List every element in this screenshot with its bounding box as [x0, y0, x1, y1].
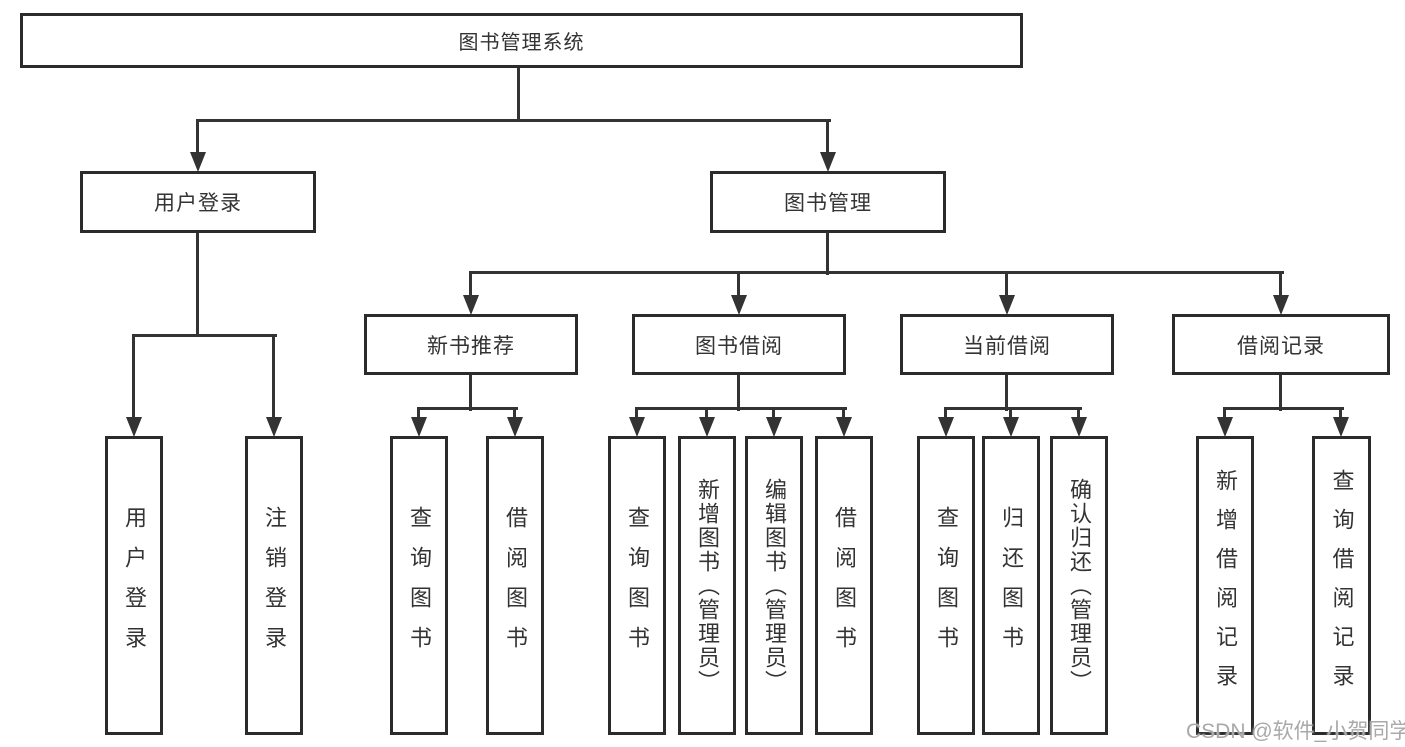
connector-recommend-stem [469, 375, 472, 411]
connector-to-level3 [469, 271, 472, 297]
leaf-user-login: 用户登录 [105, 436, 163, 735]
leaf-return-books: 归还图书 [982, 436, 1040, 735]
leaf-borrow-books: 借阅图书 [815, 436, 873, 735]
leaf-borrow-books-recommend: 借阅图书 [486, 436, 544, 735]
connector-current-stem [1005, 375, 1008, 411]
leaf-edit-books-admin: 编辑图书（管理员） [745, 436, 803, 735]
leaf-label: 查询图书 [934, 505, 959, 666]
connector-to-level3 [1279, 271, 1282, 297]
connector-to-leaf [1077, 407, 1080, 419]
connector-to-leaf [1339, 407, 1342, 419]
connector-user-login-crossbar [132, 334, 277, 337]
connector-borrow-stem [737, 375, 740, 411]
connector-to-user-login [196, 119, 199, 154]
connector-to-level3 [737, 271, 740, 297]
leaf-query-books-borrow: 查询图书 [608, 436, 666, 735]
connector-to-level3 [1005, 271, 1008, 297]
arrow-down-icon [1273, 295, 1289, 315]
node-label: 当前借阅 [963, 334, 1051, 358]
leaf-query-books-recommend: 查询图书 [390, 436, 448, 735]
arrow-down-icon [820, 152, 836, 172]
leaf-label: 查询图书 [407, 505, 432, 666]
node-root-library-system: 图书管理系统 [20, 13, 1023, 68]
arrow-down-icon [629, 417, 645, 437]
arrow-down-icon [938, 417, 954, 437]
leaf-label: 编辑图书（管理员） [762, 477, 787, 694]
connector-to-leaf [705, 407, 708, 419]
arrow-down-icon [507, 417, 523, 437]
connector-to-leaf [772, 407, 775, 419]
connector-to-leaf [635, 407, 638, 419]
arrow-down-icon [766, 417, 782, 437]
connector-to-leaf [1223, 407, 1226, 419]
leaf-label: 注销登录 [262, 505, 287, 666]
connector-records-stem [1279, 375, 1282, 411]
leaf-confirm-return-admin: 确认归还（管理员） [1050, 436, 1108, 735]
node-label: 借阅记录 [1237, 334, 1325, 358]
node-label: 图书管理 [784, 192, 872, 215]
node-label: 新书推荐 [427, 334, 515, 358]
leaf-label: 用户登录 [122, 505, 147, 666]
leaf-label: 借阅图书 [503, 505, 528, 666]
connector-to-leaf [1009, 407, 1012, 419]
connector-to-leaf [842, 407, 845, 419]
connector-records-crossbar [1223, 407, 1344, 410]
leaf-label: 查询借阅记录 [1329, 468, 1355, 703]
connector-recommend-crossbar [417, 407, 518, 410]
connector-to-leaf [132, 334, 135, 418]
arrow-down-icon [1071, 417, 1087, 437]
arrow-down-icon [836, 417, 852, 437]
leaf-query-books-current: 查询图书 [917, 436, 975, 735]
arrow-down-icon [411, 417, 427, 437]
connector-book-mgmt-crossbar [469, 271, 1284, 274]
arrow-down-icon [190, 152, 206, 172]
leaf-label: 借阅图书 [832, 505, 857, 666]
node-label: 图书管理系统 [458, 32, 585, 54]
arrow-down-icon [999, 295, 1015, 315]
node-label: 图书借阅 [695, 334, 783, 358]
leaf-logout: 注销登录 [245, 436, 303, 735]
arrow-down-icon [266, 417, 282, 437]
leaf-label: 新增借阅记录 [1213, 468, 1238, 703]
arrow-down-icon [1217, 417, 1233, 437]
node-borrow-records: 借阅记录 [1172, 314, 1390, 375]
connector-to-book-management [826, 119, 829, 154]
arrow-down-icon [463, 295, 479, 315]
connector-current-crossbar [944, 407, 1082, 410]
leaf-label: 归还图书 [999, 505, 1024, 666]
arrow-down-icon [699, 417, 715, 437]
connector-to-leaf [417, 407, 420, 419]
leaf-label: 查询图书 [625, 505, 650, 666]
node-book-borrow: 图书借阅 [632, 314, 846, 375]
node-user-login-group: 用户登录 [80, 171, 316, 233]
connector-to-leaf [272, 334, 275, 418]
arrow-down-icon [1333, 417, 1349, 437]
connector-borrow-crossbar [635, 407, 847, 410]
leaf-add-borrow-record: 新增借阅记录 [1196, 436, 1254, 735]
node-current-borrow: 当前借阅 [900, 314, 1114, 375]
leaf-label: 确认归还（管理员） [1067, 477, 1092, 694]
arrow-down-icon [1003, 417, 1019, 437]
csdn-watermark: CSDN @软件_小贺同学 [1186, 720, 1405, 743]
connector-to-leaf [513, 407, 516, 419]
connector-root-stem [517, 68, 520, 122]
leaf-label: 新增图书（管理员） [695, 477, 720, 694]
arrow-down-icon [126, 417, 142, 437]
arrow-down-icon [731, 295, 747, 315]
node-new-book-recommend: 新书推荐 [364, 314, 578, 375]
connector-book-mgmt-stem [826, 232, 829, 275]
node-label: 用户登录 [154, 192, 242, 215]
connector-user-login-stem [196, 233, 199, 337]
leaf-query-borrow-record: 查询借阅记录 [1312, 436, 1371, 735]
leaf-add-books-admin: 新增图书（管理员） [678, 436, 736, 735]
node-book-management-group: 图书管理 [710, 171, 946, 233]
connector-root-crossbar [196, 119, 831, 122]
connector-to-leaf [944, 407, 947, 419]
